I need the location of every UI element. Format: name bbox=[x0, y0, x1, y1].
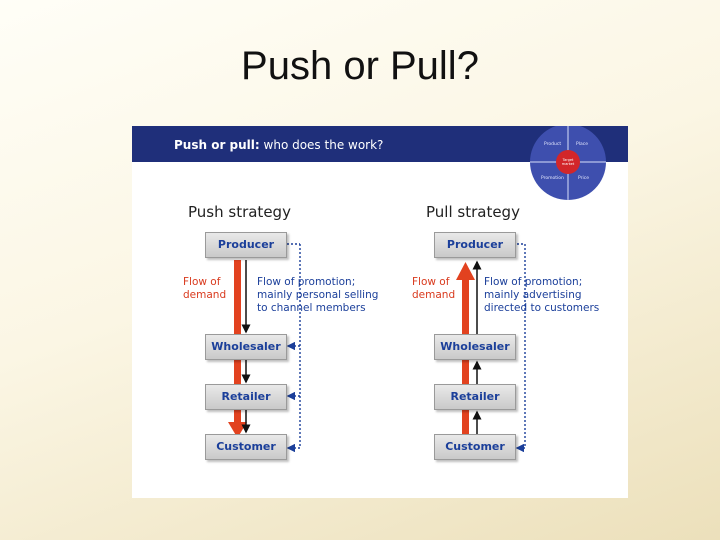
push-dotted-connector bbox=[283, 243, 301, 453]
push-promo-line-3: to channel members bbox=[257, 302, 366, 314]
push-box-customer: Customer bbox=[205, 434, 287, 460]
pull-promo-line-3: directed to customers bbox=[484, 302, 600, 314]
pull-box-producer: Producer bbox=[434, 232, 516, 258]
push-box-producer: Producer bbox=[205, 232, 287, 258]
push-strategy-heading: Push strategy bbox=[188, 203, 291, 221]
pull-demand-line-2: demand bbox=[412, 289, 456, 301]
pull-box-wholesaler: Wholesaler bbox=[434, 334, 516, 360]
mix-quadrant-product: Product bbox=[544, 142, 562, 147]
push-pull-figure: Push or pull: who does the work? Product… bbox=[132, 126, 628, 498]
pull-demand-line-1: Flow of bbox=[412, 276, 450, 288]
banner-rest: who does the work? bbox=[259, 138, 384, 152]
push-promo-line-1: Flow of promotion; bbox=[257, 276, 356, 288]
banner-bold: Push or pull: bbox=[174, 138, 260, 152]
pull-promotion-label: Flow of promotion; mainly advertising di… bbox=[484, 276, 599, 315]
pull-promo-line-1: Flow of promotion; bbox=[484, 276, 583, 288]
banner-title: Push or pull: who does the work? bbox=[174, 138, 383, 152]
push-demand-label: Flow of demand bbox=[183, 276, 226, 302]
push-demand-line-2: demand bbox=[183, 289, 227, 301]
push-promo-line-2: mainly personal selling bbox=[257, 289, 379, 301]
mix-quadrant-price: Price bbox=[578, 176, 589, 181]
push-box-wholesaler: Wholesaler bbox=[205, 334, 287, 360]
pull-promo-line-2: mainly advertising bbox=[484, 289, 582, 301]
push-promotion-label: Flow of promotion; mainly personal selli… bbox=[257, 276, 378, 315]
push-demand-line-1: Flow of bbox=[183, 276, 221, 288]
marketing-mix-icon: Product Place Promotion Price Target mar… bbox=[530, 126, 606, 200]
pull-demand-label: Flow of demand bbox=[412, 276, 455, 302]
pull-strategy-heading: Pull strategy bbox=[426, 203, 520, 221]
slide-title: Push or Pull? bbox=[241, 44, 479, 88]
pull-box-customer: Customer bbox=[434, 434, 516, 460]
mix-quadrant-place: Place bbox=[576, 142, 588, 147]
pull-box-retailer: Retailer bbox=[434, 384, 516, 410]
push-box-retailer: Retailer bbox=[205, 384, 287, 410]
mix-quadrant-promotion: Promotion bbox=[541, 176, 564, 181]
mix-core-target-market: Target market bbox=[556, 150, 580, 174]
